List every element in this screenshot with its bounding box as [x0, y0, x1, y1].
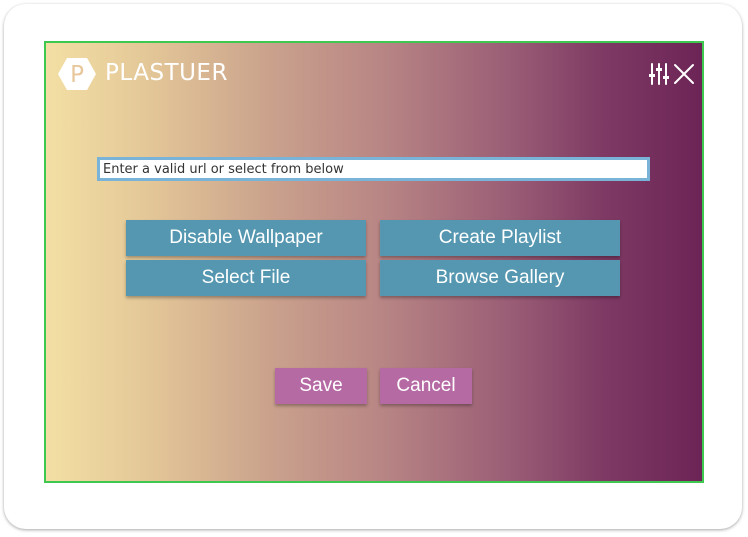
browse-gallery-button[interactable]: Browse Gallery: [380, 260, 620, 296]
app-title: PLASTUER: [105, 60, 228, 86]
cancel-button[interactable]: Cancel: [380, 368, 472, 404]
close-icon[interactable]: [673, 63, 695, 85]
logo-letter: P: [70, 62, 84, 88]
sliders-icon[interactable]: [648, 63, 670, 85]
disable-wallpaper-button[interactable]: Disable Wallpaper: [126, 220, 366, 256]
app-window: P PLASTUER Disable Wallpaper Create Play…: [44, 41, 704, 483]
save-button[interactable]: Save: [275, 368, 367, 404]
url-input[interactable]: [97, 157, 650, 181]
select-file-button[interactable]: Select File: [126, 260, 366, 296]
create-playlist-button[interactable]: Create Playlist: [380, 220, 620, 256]
logo-hex-icon: P: [58, 58, 96, 90]
